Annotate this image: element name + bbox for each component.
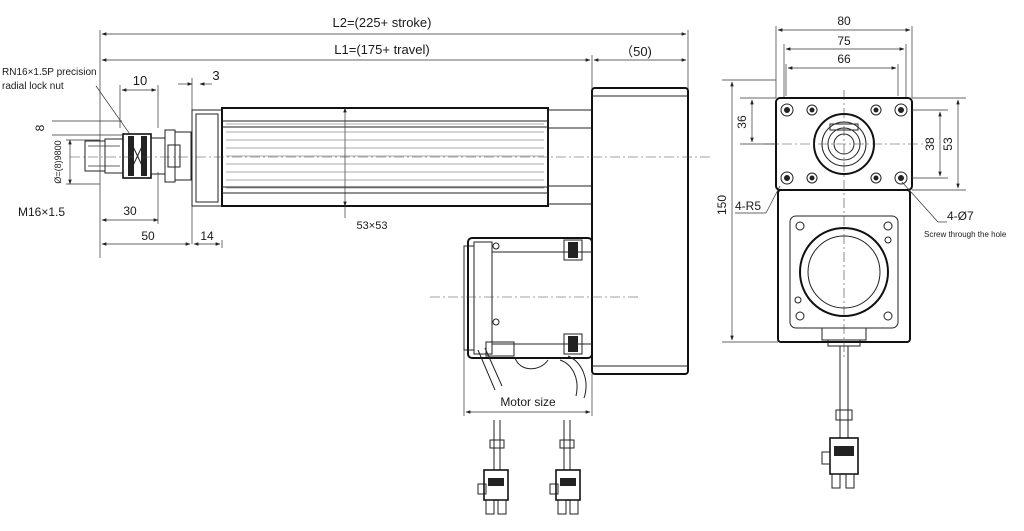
gearbox-housing: [591, 87, 689, 375]
l2-label: L2=(225+ stroke): [332, 15, 431, 30]
l1-label: L1=(175+ travel): [334, 42, 429, 57]
dim-36: 36: [735, 115, 749, 129]
thread-label: M16×1.5: [18, 205, 65, 219]
hole-note: Screw through the hole: [924, 230, 1007, 239]
radius-label: 4-R5: [735, 199, 761, 213]
dim-66: 66: [837, 52, 851, 66]
dim-14: 14: [200, 229, 214, 243]
dim-53: 53: [941, 137, 955, 151]
dim-150: 150: [715, 195, 729, 215]
end-cable-connector: [821, 346, 859, 489]
motor-offset-label: （50): [620, 44, 652, 59]
end-view: 80 75 66: [715, 14, 1007, 489]
dim-10: 10: [133, 73, 147, 88]
side-view: L2=(225+ stroke) L1=(175+ travel) （50) R…: [2, 15, 710, 515]
dim-80: 80: [837, 14, 851, 28]
dim-50: 50: [141, 229, 155, 243]
dim-3: 3: [212, 68, 219, 83]
tube-section-label: 53×53: [357, 220, 388, 232]
dim-75: 75: [837, 34, 851, 48]
lock-nut-label-line1: RN16×1.5P precision: [2, 67, 97, 78]
rod-end-shaft: [84, 140, 106, 172]
shaft-diameter-label: Ø=(8)9800: [53, 140, 63, 183]
dim-38: 38: [923, 137, 937, 151]
motor-body: [463, 237, 593, 399]
hole-label: 4-Ø7: [947, 209, 974, 223]
lock-nut: [122, 133, 152, 179]
dim-30: 30: [123, 204, 137, 218]
dim-8: 8: [33, 124, 47, 131]
lock-nut-label-line2: radial lock nut: [2, 81, 64, 92]
motor-size-label: Motor size: [500, 395, 556, 409]
motor-cable-connectors: [477, 420, 581, 515]
end-gearbox: [777, 189, 911, 347]
